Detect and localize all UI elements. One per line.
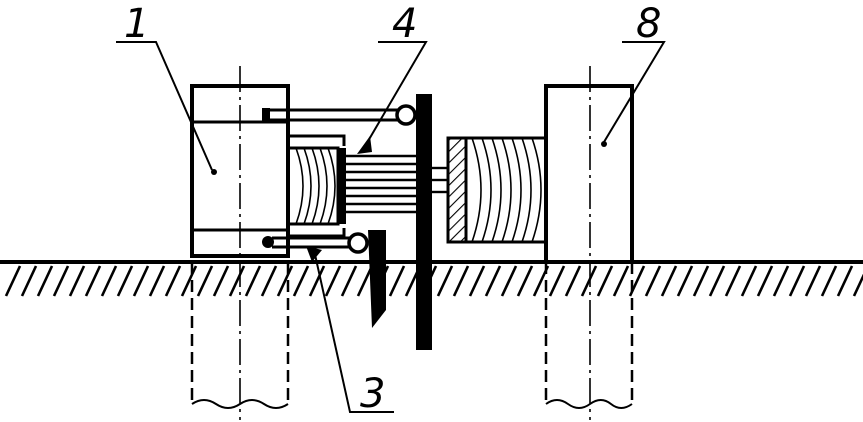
hatch-stroke bbox=[20, 265, 38, 297]
hatch-stroke bbox=[356, 265, 374, 297]
pile-right-break bbox=[545, 399, 633, 409]
lower-pin-joint bbox=[347, 232, 369, 254]
hatch-stroke bbox=[644, 265, 662, 297]
hatch-stroke bbox=[820, 265, 838, 297]
hatch-stroke bbox=[452, 265, 470, 297]
hatch-stroke bbox=[788, 265, 806, 297]
hatch-stroke bbox=[68, 265, 86, 297]
hatch-stroke bbox=[212, 265, 230, 297]
left-block-face bbox=[338, 148, 346, 224]
left-specimen-holder-bottom bbox=[288, 228, 346, 238]
hatch-stroke bbox=[708, 265, 726, 297]
hatch-stroke bbox=[4, 265, 22, 297]
right-specimen-clamp bbox=[446, 136, 468, 244]
leader-part-3-arrowhead bbox=[306, 246, 322, 262]
label-part-4: 4 bbox=[392, 1, 418, 47]
hatch-stroke bbox=[116, 265, 134, 297]
hatch-stroke bbox=[740, 265, 758, 297]
hatch-stroke bbox=[292, 265, 310, 297]
pile-break-lines bbox=[191, 399, 633, 409]
label-part-8: 8 bbox=[636, 1, 662, 47]
lower-knife-blade bbox=[368, 230, 386, 328]
hatch-stroke bbox=[484, 265, 502, 297]
part-8-housing bbox=[544, 84, 634, 264]
right-housing-outline bbox=[544, 84, 634, 264]
hatch-stroke bbox=[436, 265, 454, 297]
hatch-stroke bbox=[580, 265, 598, 297]
hatch-stroke bbox=[756, 265, 774, 297]
hatch-stroke bbox=[500, 265, 518, 297]
left-specimen bbox=[286, 134, 346, 238]
upper-rod-clamp bbox=[262, 108, 270, 122]
hatch-stroke bbox=[84, 265, 102, 297]
leader-part-4-arrowhead bbox=[357, 136, 372, 154]
hatch-stroke bbox=[180, 265, 198, 297]
hatch-stroke bbox=[804, 265, 822, 297]
left-specimen-holder-top bbox=[288, 134, 346, 146]
hatch-stroke bbox=[852, 273, 863, 297]
hatch-stroke bbox=[260, 265, 278, 297]
hatch-stroke bbox=[692, 265, 710, 297]
hatch-stroke bbox=[308, 265, 326, 297]
hatch-stroke bbox=[324, 265, 342, 297]
hatch-stroke bbox=[164, 265, 182, 297]
hatch-stroke bbox=[612, 265, 630, 297]
hatch-stroke bbox=[836, 265, 854, 297]
hatch-stroke bbox=[548, 265, 566, 297]
hatch-stroke bbox=[468, 265, 486, 297]
leader-part-3 bbox=[313, 249, 394, 413]
fibres-through-plate bbox=[432, 166, 448, 194]
label-part-1: 1 bbox=[124, 1, 150, 47]
hatch-stroke bbox=[132, 265, 150, 297]
label-part-3: 3 bbox=[360, 371, 386, 417]
hatch-stroke bbox=[660, 265, 678, 297]
upper-pin-joint bbox=[395, 104, 417, 126]
hatch-stroke bbox=[724, 265, 742, 297]
leader-part-8 bbox=[603, 41, 666, 143]
hatch-stroke bbox=[564, 265, 582, 297]
hatch-stroke bbox=[388, 265, 406, 297]
right-specimen bbox=[446, 136, 548, 244]
leader-part-1 bbox=[116, 41, 213, 171]
ground-hatching bbox=[4, 265, 863, 297]
hatch-stroke bbox=[516, 265, 534, 297]
foundation-piles bbox=[190, 262, 634, 404]
hatch-stroke bbox=[52, 265, 70, 297]
central-plate bbox=[416, 94, 432, 350]
hatch-stroke bbox=[196, 265, 214, 297]
right-wood-block bbox=[464, 136, 548, 244]
hatch-stroke bbox=[244, 265, 262, 297]
leader-part-4 bbox=[363, 41, 428, 149]
center-lines bbox=[239, 66, 591, 420]
part-3-lower-rod bbox=[262, 230, 386, 328]
housing-center-dot bbox=[211, 169, 217, 175]
right-housing-center-dot bbox=[601, 141, 607, 147]
hatch-stroke bbox=[276, 265, 294, 297]
hatch-stroke bbox=[36, 265, 54, 297]
hatch-stroke bbox=[772, 265, 790, 297]
upper-rod bbox=[262, 104, 417, 126]
hatch-stroke bbox=[596, 265, 614, 297]
hatch-stroke bbox=[340, 265, 358, 297]
part-4-fibre-bundle bbox=[346, 154, 416, 214]
hatch-stroke bbox=[100, 265, 118, 297]
hatch-stroke bbox=[148, 265, 166, 297]
hatch-stroke bbox=[228, 265, 246, 297]
lower-rod-joint bbox=[262, 236, 274, 248]
leader-lines bbox=[116, 41, 666, 413]
ground bbox=[0, 260, 863, 297]
left-wood-block bbox=[286, 146, 340, 226]
hatch-stroke bbox=[676, 265, 694, 297]
